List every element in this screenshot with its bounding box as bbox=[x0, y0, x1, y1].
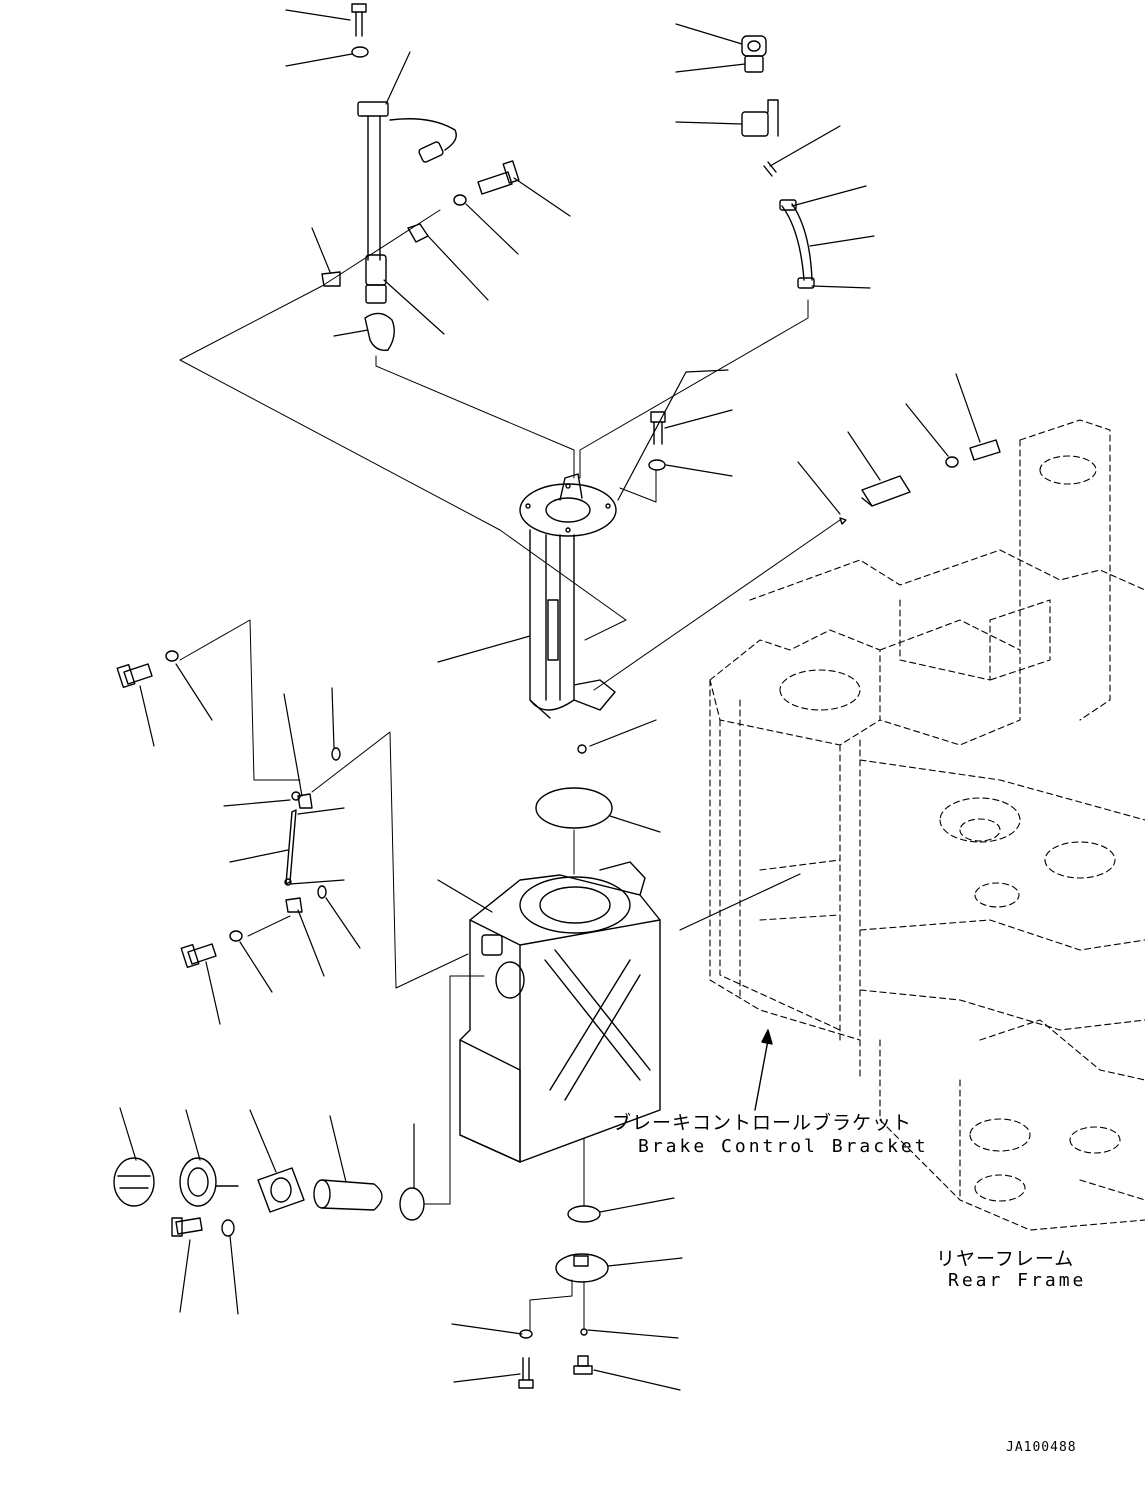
flange-plate-icon bbox=[257, 1167, 305, 1213]
brake-bracket-label-en: Brake Control Bracket bbox=[638, 1136, 929, 1157]
filler-tube-icon bbox=[313, 1179, 383, 1211]
gasket-icon bbox=[535, 787, 613, 829]
bolt-icon bbox=[351, 3, 367, 37]
o-ring-icon bbox=[580, 1328, 588, 1336]
washer-icon bbox=[229, 930, 243, 942]
fuel-cap-icon bbox=[113, 1157, 155, 1207]
drain-flange-icon bbox=[555, 1253, 609, 1283]
drawing-code: JA100488 bbox=[1006, 1440, 1077, 1455]
strainer-icon bbox=[179, 1157, 239, 1207]
float-clip bbox=[364, 312, 395, 351]
washer-icon bbox=[453, 194, 467, 206]
gasket-icon bbox=[567, 1205, 601, 1223]
rear-frame-label-jp: リヤーフレーム bbox=[936, 1248, 1075, 1270]
o-ring-icon bbox=[331, 747, 341, 761]
o-ring-icon bbox=[317, 885, 327, 899]
bolt-icon bbox=[969, 439, 1001, 461]
brake-bracket-leader bbox=[754, 1029, 773, 1111]
hose-icon bbox=[779, 199, 815, 289]
fuel-gauge-sender bbox=[357, 101, 457, 304]
rear-frame bbox=[709, 419, 1145, 1231]
rear-frame-label-en: Rear Frame bbox=[948, 1270, 1087, 1291]
drain-plug-icon bbox=[573, 1355, 593, 1375]
bolt-icon bbox=[171, 1217, 203, 1237]
o-ring-icon bbox=[291, 791, 301, 801]
washer-icon bbox=[945, 456, 959, 468]
clip-icon bbox=[407, 223, 429, 243]
sensor-icon bbox=[741, 35, 767, 73]
bolt-icon bbox=[650, 411, 666, 445]
o-ring-icon bbox=[577, 744, 587, 754]
pin-icon bbox=[839, 517, 847, 525]
brake-bracket-label-jp: ブレーキコントロールブラケット bbox=[612, 1112, 913, 1134]
spring-icon bbox=[763, 161, 777, 177]
gasket-icon bbox=[399, 1187, 425, 1221]
clamp-icon bbox=[297, 793, 313, 809]
connection-lines bbox=[179, 209, 841, 1331]
bolt-icon bbox=[477, 160, 520, 195]
leader-lines bbox=[119, 9, 981, 1391]
washer-icon bbox=[221, 1219, 235, 1237]
bolt-icon bbox=[116, 663, 153, 689]
washer-icon bbox=[648, 459, 666, 471]
clamp-icon bbox=[321, 271, 341, 287]
bracket-icon bbox=[741, 99, 779, 137]
suction-pipe-assembly bbox=[519, 473, 617, 719]
tube-icon bbox=[285, 809, 297, 885]
bolt-icon bbox=[180, 943, 217, 969]
o-ring-icon bbox=[284, 878, 292, 886]
washer-icon bbox=[351, 46, 369, 58]
fuel-tank bbox=[459, 861, 661, 1163]
washer-icon bbox=[165, 650, 179, 662]
bolt-icon bbox=[518, 1357, 534, 1389]
clamp-icon bbox=[285, 897, 303, 913]
sensor-icon bbox=[861, 475, 911, 507]
